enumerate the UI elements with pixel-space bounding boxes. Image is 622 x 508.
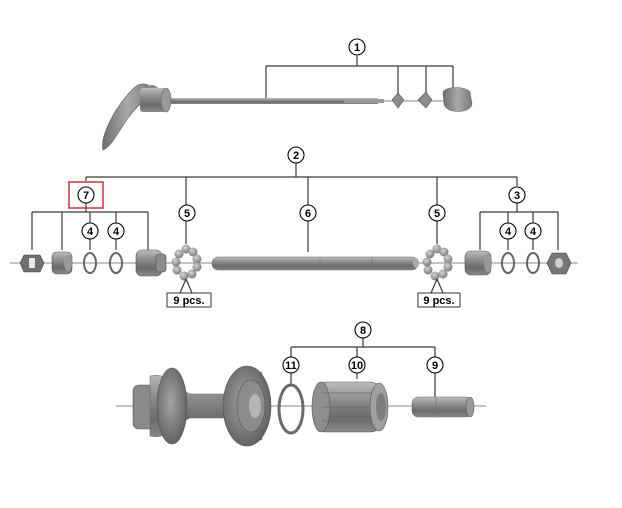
left-bearing-balls bbox=[171, 244, 202, 281]
callout-10: 10 bbox=[348, 356, 366, 374]
adjusting-nut bbox=[442, 87, 473, 112]
qty-text-right: 9 pcs. bbox=[423, 295, 454, 307]
callout-2: 2 bbox=[287, 146, 305, 164]
callout-2-label: 2 bbox=[293, 150, 299, 162]
group-1-quick-release: 1 bbox=[102, 38, 473, 151]
leader-lines-4-right bbox=[507, 239, 534, 250]
callout-4-left-b: 4 bbox=[107, 222, 125, 240]
hub-shell bbox=[132, 365, 272, 447]
left-seal-ring-2 bbox=[109, 252, 123, 274]
callout-4-right-b: 4 bbox=[524, 222, 542, 240]
callout-11: 11 bbox=[282, 356, 300, 374]
callout-11-label: 11 bbox=[285, 360, 297, 372]
freehub-axle bbox=[411, 396, 475, 418]
qty-label-left: 9 pcs. bbox=[166, 292, 212, 308]
right-bearing-balls bbox=[422, 244, 453, 281]
callout-4-left-b-label: 4 bbox=[113, 226, 120, 238]
lever-body bbox=[140, 88, 166, 112]
callout-8-label: 8 bbox=[360, 325, 366, 337]
callout-4-left-a-label: 4 bbox=[87, 226, 94, 238]
callout-6: 6 bbox=[299, 204, 317, 222]
callout-4-right-a: 4 bbox=[499, 222, 517, 240]
callout-4-right-b-label: 4 bbox=[530, 226, 537, 238]
leader-lines-5-6 bbox=[185, 221, 438, 252]
callout-7-label: 7 bbox=[83, 190, 89, 202]
freehub-body bbox=[311, 381, 389, 433]
spring-2 bbox=[417, 91, 433, 109]
lever-cam-face bbox=[160, 87, 172, 113]
callout-10-label: 10 bbox=[351, 360, 363, 372]
right-seal-ring-1 bbox=[501, 252, 515, 274]
left-lock-nut bbox=[19, 254, 45, 273]
callout-5-left: 5 bbox=[178, 204, 196, 222]
qty-pointer-right bbox=[430, 278, 444, 294]
leader-lines-3 bbox=[479, 202, 559, 250]
callout-5-right-label: 5 bbox=[434, 208, 440, 220]
highlight-box-7 bbox=[68, 181, 104, 209]
leader-lines-1 bbox=[265, 56, 454, 101]
callout-5-left-label: 5 bbox=[184, 208, 190, 220]
callout-9: 9 bbox=[426, 356, 444, 374]
hub-axle bbox=[211, 256, 419, 271]
left-cone bbox=[135, 249, 167, 277]
callout-6-label: 6 bbox=[305, 208, 311, 220]
callout-1: 1 bbox=[348, 38, 366, 56]
qty-label-right: 9 pcs. bbox=[417, 292, 461, 308]
skewer-rod-thread bbox=[344, 99, 384, 103]
group-3-hub-shell-freehub: 8 11 10 9 bbox=[116, 321, 486, 447]
skewer-rod bbox=[168, 98, 378, 104]
right-seal-ring-2 bbox=[526, 252, 540, 274]
qty-text-left: 9 pcs. bbox=[173, 295, 204, 307]
freehub-spacer-ring bbox=[277, 383, 305, 435]
group-2-hub-axle: 9 pcs. 9 pcs. bbox=[10, 146, 578, 308]
right-cone bbox=[464, 250, 492, 276]
leader-lines-9-10-11 bbox=[290, 373, 436, 397]
callout-5-right: 5 bbox=[428, 204, 446, 222]
callout-7[interactable]: 7 bbox=[77, 186, 95, 204]
leader-lines-2 bbox=[85, 163, 518, 205]
callout-4-right-a-label: 4 bbox=[505, 226, 512, 238]
callout-1-label: 1 bbox=[354, 42, 360, 54]
qty-pointer-left bbox=[179, 278, 193, 294]
left-seal-ring-1 bbox=[83, 252, 97, 274]
spring-1 bbox=[391, 92, 405, 109]
callout-4-left-a: 4 bbox=[81, 222, 99, 240]
callout-3: 3 bbox=[508, 186, 526, 204]
right-lock-nut bbox=[546, 252, 572, 275]
left-spacer bbox=[51, 251, 73, 275]
leader-lines-8 bbox=[290, 338, 436, 357]
callout-9-label: 9 bbox=[432, 360, 438, 372]
callout-3-label: 3 bbox=[514, 190, 520, 202]
callout-8: 8 bbox=[354, 321, 372, 339]
leader-lines-4-left bbox=[89, 239, 117, 250]
